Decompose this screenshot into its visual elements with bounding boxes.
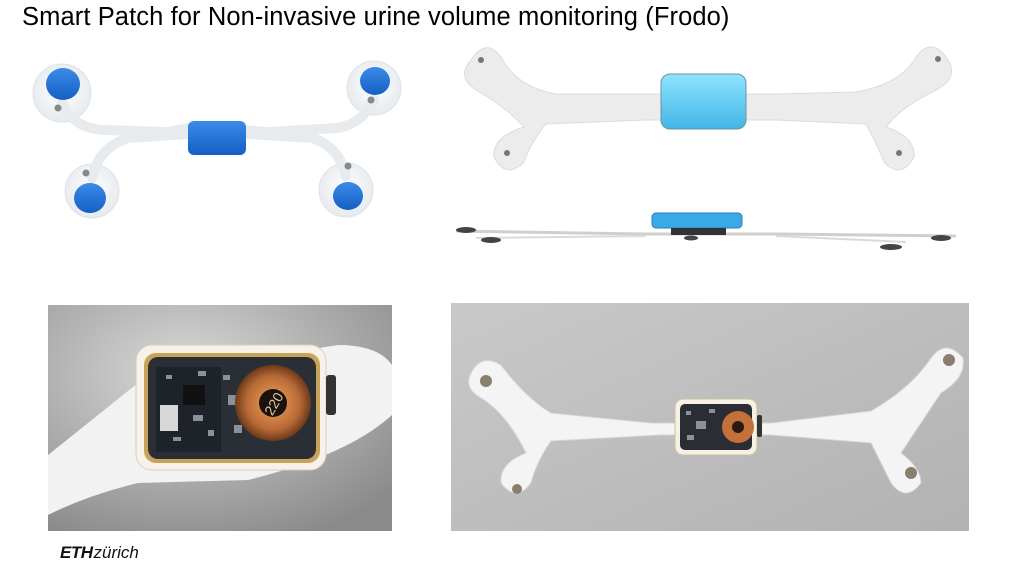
logo-eth: ETH bbox=[60, 543, 93, 562]
slide-title: Smart Patch for Non-invasive urine volum… bbox=[22, 3, 730, 31]
smart-patch-render-light-image bbox=[446, 32, 966, 180]
smart-patch-photo-full-image bbox=[451, 303, 969, 531]
smart-patch-render-top-image bbox=[28, 48, 413, 220]
logo-zurich: zürich bbox=[93, 543, 139, 562]
smart-patch-render-side-image bbox=[446, 196, 966, 256]
smart-patch-photo-closeup-image: 220 bbox=[48, 305, 392, 531]
eth-zurich-logo: ETHzürich bbox=[60, 543, 139, 563]
